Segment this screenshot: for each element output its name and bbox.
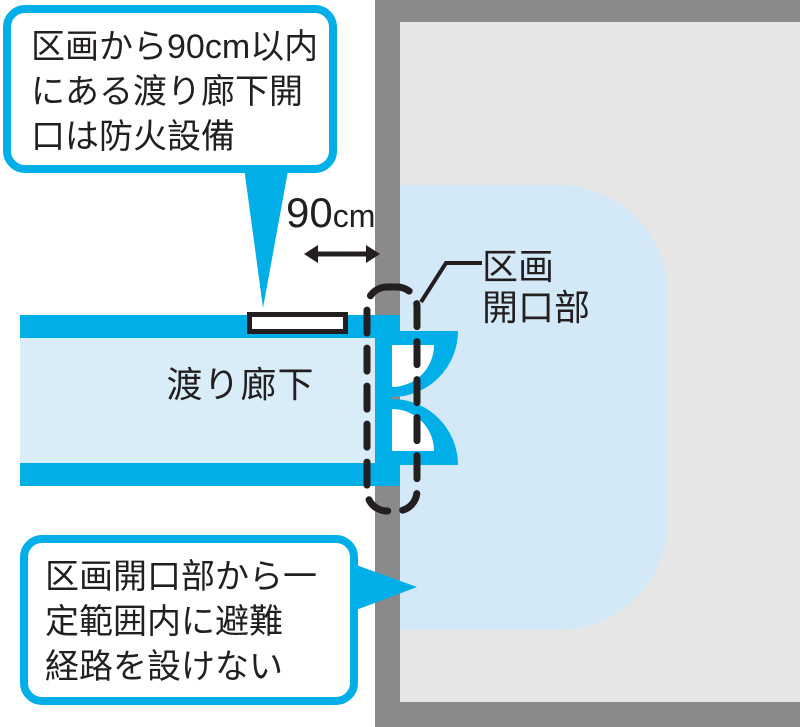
bottom-callout-tail-icon	[348, 562, 417, 613]
compartment-opening-label-line1: 区画	[482, 246, 555, 287]
callout-text-line: 口は防火設備	[31, 118, 235, 156]
compartment-opening-label: 区画 開口部	[482, 246, 590, 328]
callout-text-line: 経路を設けない	[45, 648, 283, 686]
opening-leader-line	[419, 261, 482, 304]
callout-text-line: 定範囲内に避難	[45, 603, 283, 641]
corridor-floor	[20, 338, 375, 463]
dimension-value: 90	[286, 189, 333, 236]
compartment-opening-label-line2: 開口部	[482, 287, 591, 328]
double-door-icon	[375, 331, 458, 465]
corridor-bottom-wall	[20, 463, 400, 486]
corridor-label: 渡り廊下	[166, 364, 315, 405]
evacuation-route-callout: 区画開口部から一 定範囲内に避難 経路を設けない	[20, 535, 358, 705]
callout-text-line: 区画開口部から一	[45, 558, 317, 596]
dashed-opening-outline	[363, 283, 421, 515]
dimension-arrow-icon	[304, 245, 380, 263]
no-evacuation-route-region	[400, 185, 668, 630]
fire-protection-opening	[247, 312, 348, 334]
callout-text-line: 区画から90cm以内	[31, 28, 319, 66]
fire-protection-callout: 区画から90cm以内 にある渡り廊下開 口は防火設備	[3, 5, 337, 173]
callout-text-line: にある渡り廊下開	[31, 73, 303, 111]
dimension-unit: cm	[332, 198, 376, 234]
top-callout-tail-icon	[243, 160, 290, 308]
